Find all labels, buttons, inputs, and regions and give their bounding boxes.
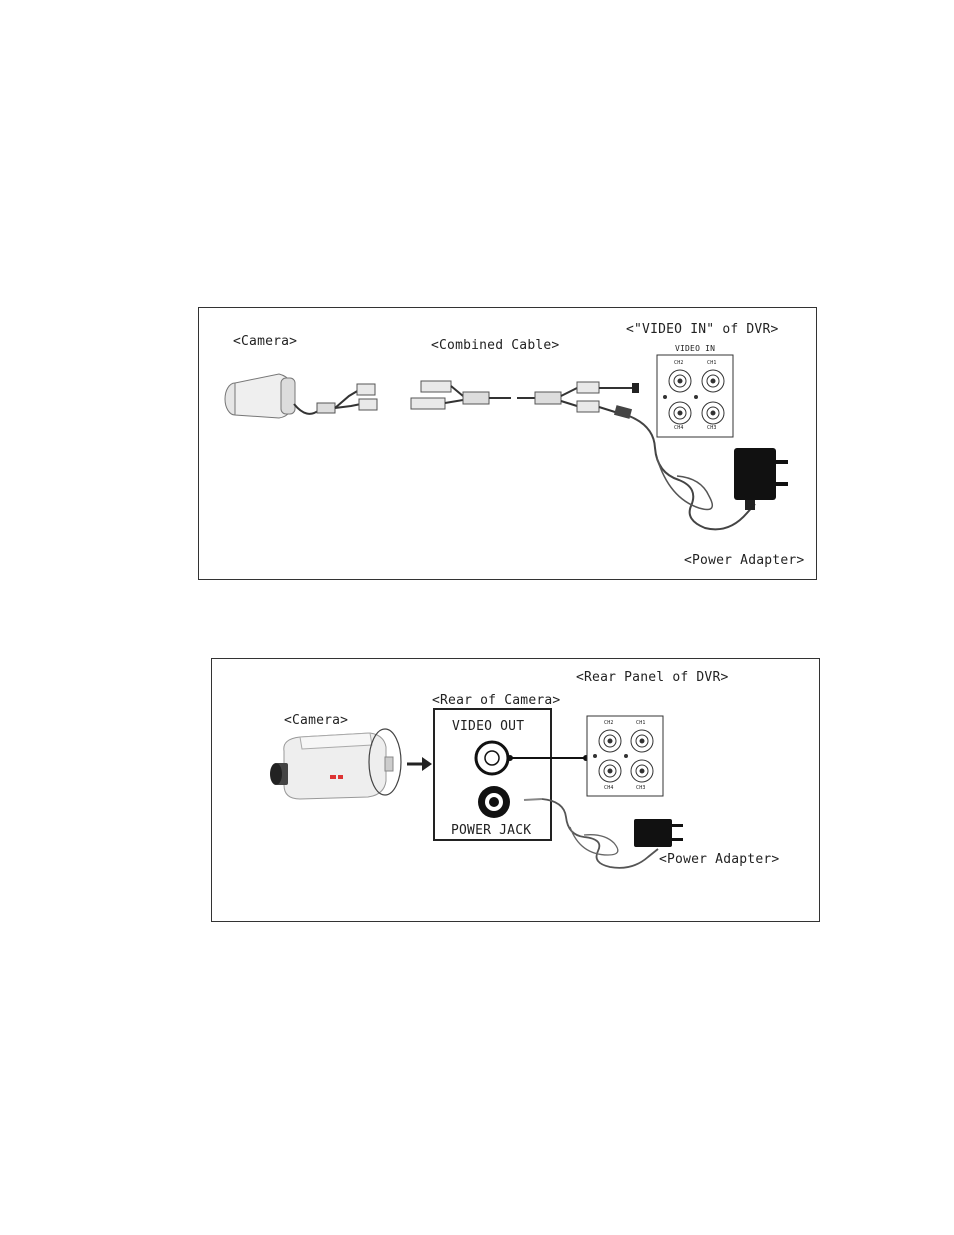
box-camera-icon [270, 729, 401, 799]
power-jack-label: POWER JACK [451, 823, 531, 838]
video-out-jack-icon [476, 742, 508, 774]
diagram-bullet-camera-connection: <Camera> <Combined Cable> <"VIDEO IN" of… [198, 307, 817, 580]
dvr-video-in-panel [657, 355, 733, 437]
dvr-rear-panel-label: <Rear Panel of DVR> [576, 670, 729, 685]
combined-cable-label: <Combined Cable> [431, 338, 559, 353]
channel-label: CH3 [636, 785, 646, 791]
channel-label: CH4 [604, 785, 614, 791]
channel-label: CH1 [707, 360, 717, 366]
dvr-video-in-label: <"VIDEO IN" of DVR> [626, 322, 779, 337]
channel-label: CH3 [707, 425, 717, 431]
arrow-right-icon [407, 757, 432, 771]
combined-cable-icon [411, 381, 639, 419]
channel-label: CH4 [674, 425, 684, 431]
bullet-camera-icon [225, 374, 377, 418]
power-jack-icon [478, 786, 510, 818]
channel-label: CH2 [604, 720, 614, 726]
video-out-label: VIDEO OUT [452, 719, 524, 734]
channel-label: CH2 [674, 360, 684, 366]
diagram-box-camera-connection: <Camera> <Rear of Camera> VIDEO OUT POWE… [211, 658, 820, 922]
power-adapter-label: <Power Adapter> [684, 553, 804, 568]
power-adapter-label: <Power Adapter> [659, 852, 779, 867]
rear-of-camera-label: <Rear of Camera> [432, 693, 560, 708]
camera-label: <Camera> [233, 334, 297, 349]
camera-label: <Camera> [284, 713, 348, 728]
channel-label: CH1 [636, 720, 646, 726]
dvr-rear-panel [587, 716, 663, 796]
video-in-text: VIDEO IN [675, 344, 715, 353]
